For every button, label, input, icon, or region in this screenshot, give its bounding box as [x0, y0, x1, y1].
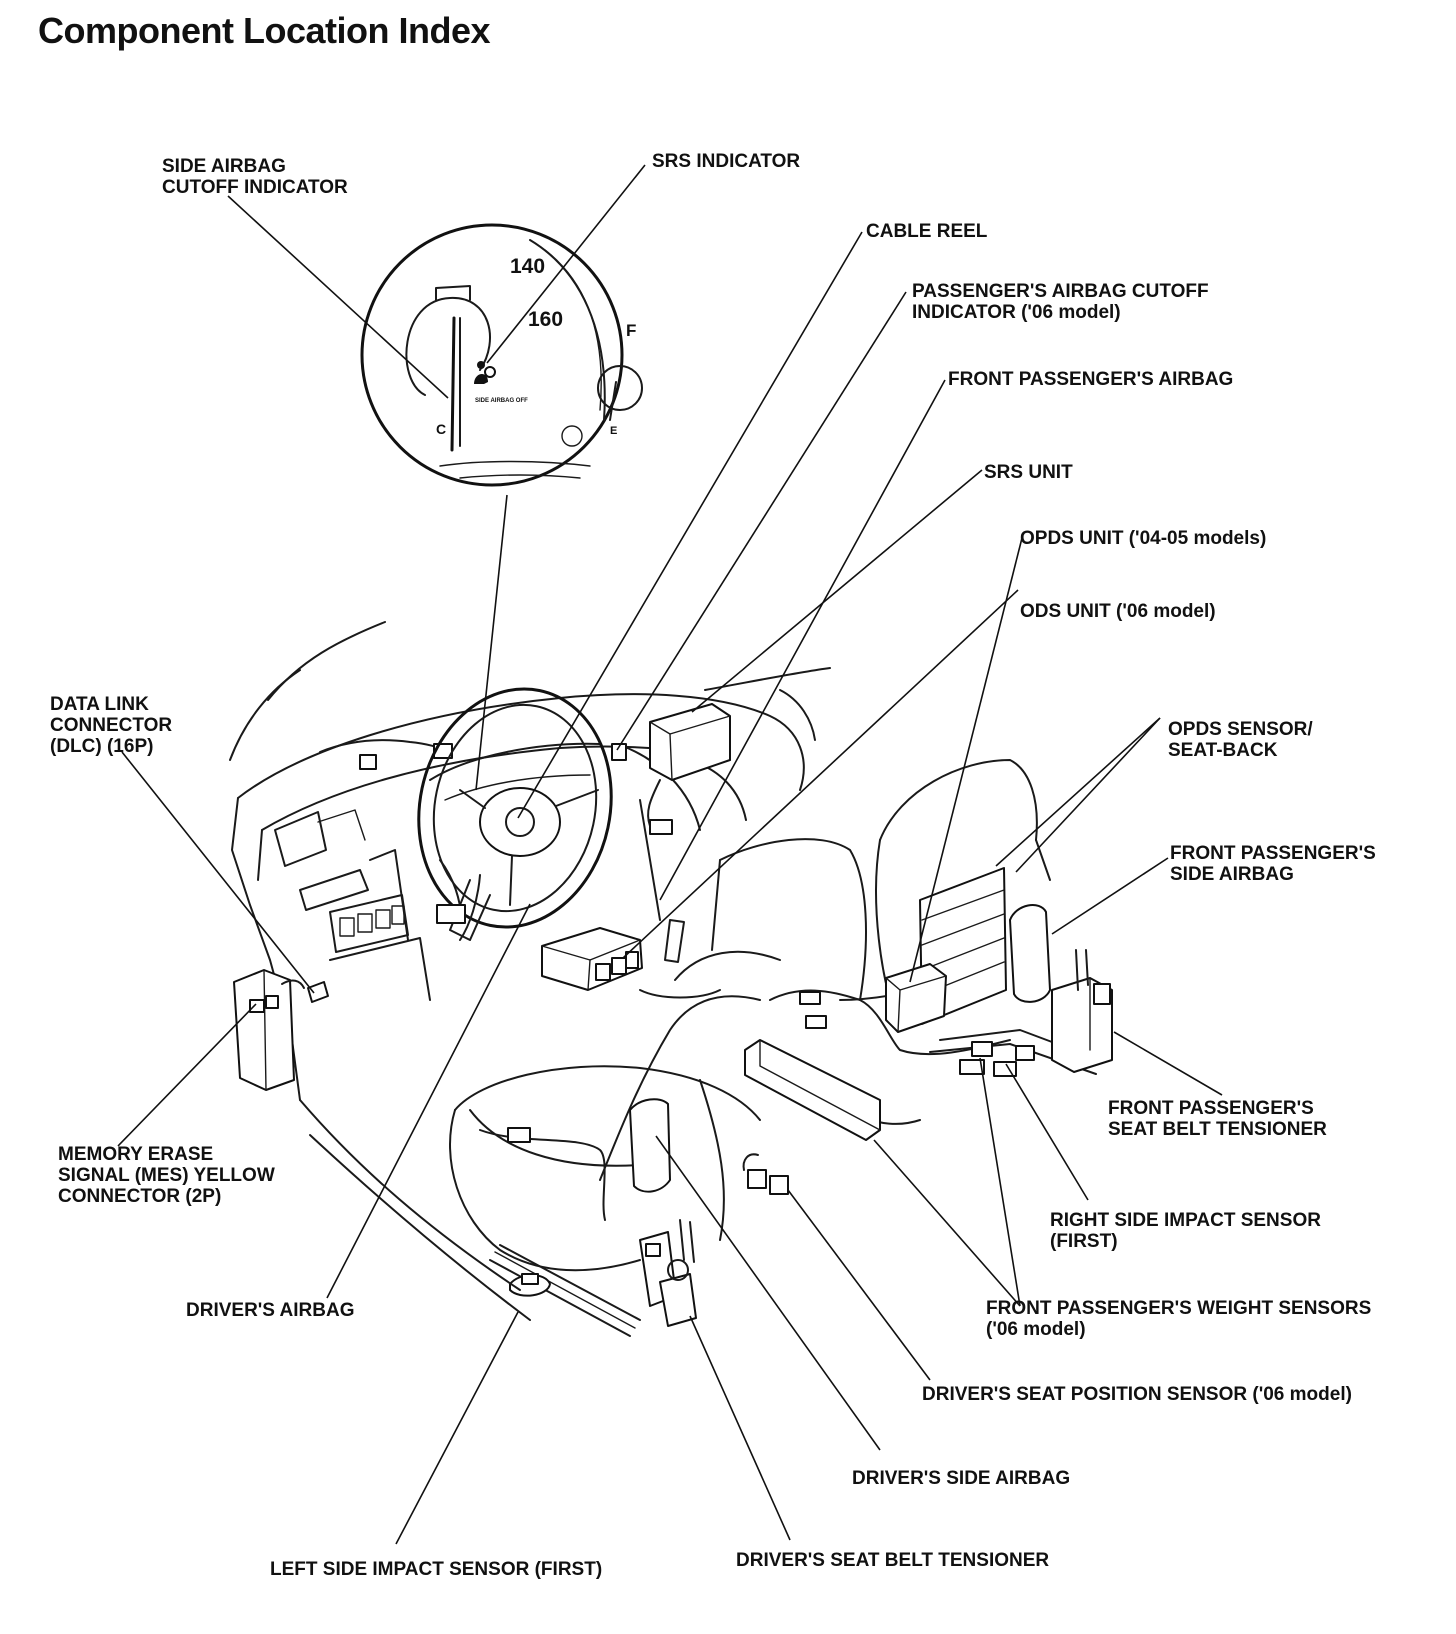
label-right-side-impact-sensor: RIGHT SIDE IMPACT SENSOR(FIRST) — [1050, 1210, 1321, 1252]
label-memory-erase-signal-connector-line-3: CONNECTOR (2P) — [58, 1186, 221, 1207]
label-right-side-impact-sensor-line-1: RIGHT SIDE IMPACT SENSOR — [1050, 1210, 1321, 1231]
label-drivers-seat-belt-tensioner: DRIVER'S SEAT BELT TENSIONER — [736, 1550, 1049, 1571]
label-opds-unit: OPDS UNIT ('04-05 models) — [1020, 528, 1266, 549]
label-data-link-connector-line-3: (DLC) (16P) — [50, 736, 153, 757]
side-airbag-off-indicator: SIDE AIRBAG OFF — [475, 398, 528, 404]
label-srs-unit: SRS UNIT — [984, 462, 1073, 483]
gauge-fuel-empty: E — [610, 425, 617, 437]
label-ods-unit: ODS UNIT ('06 model) — [1020, 601, 1216, 622]
gauge-speed-140: 140 — [510, 255, 545, 278]
label-drivers-seat-position-sensor-line-1: DRIVER'S SEAT POSITION SENSOR ('06 model… — [922, 1384, 1352, 1405]
instrument-cluster-inset: 140 160 F E C SIDE AIRBAG OFF — [360, 223, 643, 487]
gauge-temp-cold: C — [436, 421, 446, 437]
label-opds-sensor: OPDS SENSOR/SEAT-BACK — [1168, 719, 1313, 761]
label-data-link-connector-line-2: CONNECTOR — [50, 715, 172, 736]
label-passenger-airbag-cutoff-indicator-line-2: INDICATOR ('06 model) — [912, 302, 1121, 323]
label-srs-indicator-line-1: SRS INDICATOR — [652, 151, 800, 172]
label-drivers-airbag-line-1: DRIVER'S AIRBAG — [186, 1300, 355, 1321]
label-front-passenger-weight-sensors-line-1: FRONT PASSENGER'S WEIGHT SENSORS — [986, 1298, 1371, 1319]
label-front-passenger-airbag: FRONT PASSENGER'S AIRBAG — [948, 369, 1233, 390]
label-cable-reel-line-1: CABLE REEL — [866, 221, 988, 242]
label-front-passenger-side-airbag-line-2: SIDE AIRBAG — [1170, 864, 1294, 885]
label-side-airbag-cutoff-indicator-line-1: SIDE AIRBAG — [162, 156, 286, 177]
vehicle-interior-illustration — [229, 621, 1113, 1337]
label-left-side-impact-sensor: LEFT SIDE IMPACT SENSOR (FIRST) — [270, 1559, 602, 1580]
label-front-passenger-airbag-line-1: FRONT PASSENGER'S AIRBAG — [948, 369, 1233, 390]
label-left-side-impact-sensor-line-1: LEFT SIDE IMPACT SENSOR (FIRST) — [270, 1559, 602, 1580]
label-right-side-impact-sensor-line-2: (FIRST) — [1050, 1231, 1118, 1252]
label-side-airbag-cutoff-indicator-line-2: CUTOFF INDICATOR — [162, 177, 348, 198]
srs-indicator-icon — [474, 361, 496, 384]
label-cable-reel: CABLE REEL — [866, 221, 988, 242]
page-title: Component Location Index — [38, 10, 491, 51]
label-drivers-airbag: DRIVER'S AIRBAG — [186, 1300, 355, 1321]
label-opds-unit-line-1: OPDS UNIT ('04-05 models) — [1020, 528, 1266, 549]
label-front-passenger-seat-belt-tensioner-line-2: SEAT BELT TENSIONER — [1108, 1119, 1327, 1140]
label-drivers-seat-belt-tensioner-line-1: DRIVER'S SEAT BELT TENSIONER — [736, 1550, 1049, 1571]
label-memory-erase-signal-connector-line-2: SIGNAL (MES) YELLOW — [58, 1165, 275, 1186]
gauge-speed-160: 160 — [528, 308, 563, 331]
label-drivers-side-airbag: DRIVER'S SIDE AIRBAG — [852, 1468, 1070, 1489]
label-front-passenger-weight-sensors-line-2: ('06 model) — [986, 1319, 1086, 1340]
label-memory-erase-signal-connector-line-1: MEMORY ERASE — [58, 1144, 213, 1165]
label-passenger-airbag-cutoff-indicator-line-1: PASSENGER'S AIRBAG CUTOFF — [912, 281, 1209, 302]
label-front-passenger-seat-belt-tensioner-line-1: FRONT PASSENGER'S — [1108, 1098, 1314, 1119]
gauge-fuel-full: F — [626, 321, 636, 340]
label-srs-indicator: SRS INDICATOR — [652, 151, 800, 172]
label-front-passenger-side-airbag-line-1: FRONT PASSENGER'S — [1170, 843, 1376, 864]
label-opds-sensor-line-1: OPDS SENSOR/ — [1168, 719, 1313, 740]
label-data-link-connector-line-1: DATA LINK — [50, 694, 149, 715]
label-opds-sensor-line-2: SEAT-BACK — [1168, 740, 1278, 761]
label-drivers-side-airbag-line-1: DRIVER'S SIDE AIRBAG — [852, 1468, 1070, 1489]
label-srs-unit-line-1: SRS UNIT — [984, 462, 1073, 483]
label-drivers-seat-position-sensor: DRIVER'S SEAT POSITION SENSOR ('06 model… — [922, 1384, 1352, 1405]
leader-lines — [117, 164, 1223, 1545]
label-front-passenger-weight-sensors: FRONT PASSENGER'S WEIGHT SENSORS('06 mod… — [986, 1298, 1371, 1340]
label-ods-unit-line-1: ODS UNIT ('06 model) — [1020, 601, 1216, 622]
